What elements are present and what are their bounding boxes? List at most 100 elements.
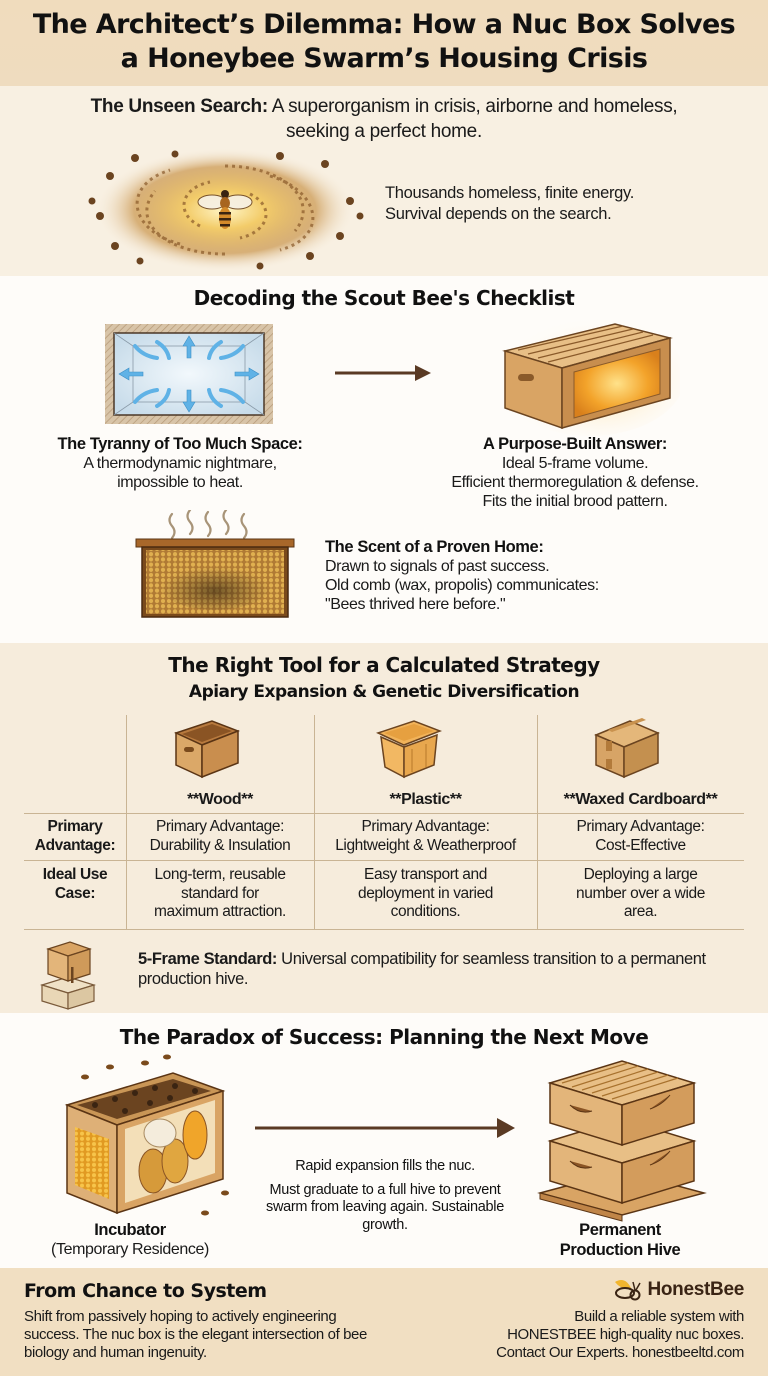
column-header-wood: **Wood** bbox=[187, 791, 253, 808]
column-header-waxed-cardboard: **Waxed Cardboard** bbox=[563, 791, 718, 808]
heat-loss-box-icon bbox=[105, 324, 273, 424]
honestbee-logo-icon bbox=[615, 1280, 642, 1301]
caption-line: Ideal 5-frame volume. bbox=[501, 455, 649, 472]
wood-box-icon bbox=[174, 720, 240, 779]
page-title: The Architect’s Dilemma: How a Nuc Box S… bbox=[0, 8, 768, 76]
caption-title: Permanent bbox=[579, 1221, 661, 1239]
old-comb-frame-icon bbox=[135, 510, 295, 618]
stacked-hive-icon bbox=[39, 941, 97, 1010]
table-divider bbox=[24, 929, 744, 930]
table-divider bbox=[24, 860, 744, 861]
summary-line: Thousands homeless, finite energy. bbox=[385, 184, 635, 202]
section-title: The Paradox of Success: Planning the Nex… bbox=[119, 1025, 649, 1049]
cell-line: number over a wide bbox=[576, 884, 705, 902]
page-title-line-1: The Architect’s Dilemma: How a Nuc Box S… bbox=[32, 9, 736, 40]
unseen-search-text: A superorganism in crisis, airborne and … bbox=[267, 96, 678, 142]
table-cell: Primary Advantage: Lightweight & Weather… bbox=[314, 818, 537, 855]
cell-line: conditions. bbox=[390, 903, 461, 920]
table-divider bbox=[314, 715, 315, 929]
strategy-section: The Right Tool for a Calculated Strategy… bbox=[0, 643, 768, 1013]
table-divider bbox=[24, 813, 744, 814]
page-title-line-2: a Honeybee Swarm’s Housing Crisis bbox=[120, 43, 648, 74]
scent-caption: The Scent of a Proven Home: Drawn to sig… bbox=[325, 537, 655, 614]
row-header-line: Case: bbox=[54, 884, 96, 902]
caption-line: A thermodynamic nightmare, bbox=[83, 455, 277, 472]
row-header-primary-advantage: Primary Advantage: bbox=[24, 818, 126, 855]
frame-standard-note: 5-Frame Standard: Universal compatibilit… bbox=[138, 949, 738, 989]
crowded-nuc-box-icon bbox=[64, 1054, 229, 1216]
table-divider bbox=[537, 715, 538, 929]
section-subtitle: Apiary Expansion & Genetic Diversificati… bbox=[188, 682, 580, 702]
footer-cta: Build a reliable system with HONESTBEE h… bbox=[384, 1308, 744, 1362]
section-title: Decoding the Scout Bee's Checklist bbox=[193, 286, 575, 310]
cell-line: deployment in varied bbox=[357, 884, 494, 902]
frame-standard-label: 5-Frame Standard: bbox=[138, 950, 277, 968]
row-header-line: Primary bbox=[47, 818, 103, 835]
table-cell: Deploying a large number over a wide are… bbox=[537, 866, 744, 922]
cell-line: maximum attraction. bbox=[154, 903, 286, 920]
footer-title: From Chance to System bbox=[24, 1280, 267, 1302]
explanation-line: Rapid expansion fills the nuc. bbox=[295, 1158, 475, 1174]
caption-line: Efficient thermoregulation & defense. bbox=[451, 474, 699, 491]
production-hive-icon bbox=[537, 1060, 707, 1222]
frame-standard-text: Universal compatibility for seamless tra… bbox=[138, 950, 706, 988]
cell-line: standard for bbox=[181, 884, 259, 902]
table-cell: Long-term, reusable standard for maximum… bbox=[126, 866, 314, 922]
column-header-plastic: **Plastic** bbox=[389, 791, 462, 808]
caption-line: "Bees thrived here before." bbox=[325, 596, 506, 613]
caption-line: Drawn to signals of past success. bbox=[325, 558, 550, 575]
cell-line: Primary Advantage: bbox=[155, 818, 285, 835]
plastic-box-icon bbox=[376, 720, 442, 779]
cta-line: Build a reliable system with bbox=[574, 1308, 744, 1325]
unseen-search-label: The Unseen Search: bbox=[90, 96, 269, 117]
caption-title: Incubator bbox=[94, 1221, 166, 1239]
bee-swarm-icon bbox=[88, 148, 364, 272]
table-divider bbox=[126, 715, 127, 929]
incubator-caption: Incubator (Temporary Residence) bbox=[30, 1220, 230, 1259]
explanation-line: Must graduate to a full hive to prevent … bbox=[266, 1181, 504, 1233]
purpose-built-caption: A Purpose-Built Answer: Ideal 5-frame vo… bbox=[420, 434, 730, 511]
cell-line: Long-term, reusable bbox=[154, 866, 286, 883]
cta-line: HONESTBEE high-quality nuc boxes. bbox=[507, 1326, 744, 1343]
scout-checklist-section: Decoding the Scout Bee's Checklist bbox=[0, 276, 768, 643]
summary-line: Survival depends on the search. bbox=[385, 205, 612, 223]
brand-name: HonestBee bbox=[647, 1279, 744, 1300]
page-footer: From Chance to System Shift from passive… bbox=[0, 1268, 768, 1376]
row-header-line: Advantage: bbox=[34, 836, 116, 854]
caption-title: The Tyranny of Too Much Space: bbox=[57, 435, 303, 453]
caption-line: (Temporary Residence) bbox=[51, 1241, 209, 1258]
cell-line: area. bbox=[623, 903, 658, 920]
cell-line: Primary Advantage: bbox=[361, 818, 490, 835]
cell-line: Lightweight & Weatherproof bbox=[335, 836, 516, 854]
table-cell: Primary Advantage: Cost-Effective bbox=[537, 818, 744, 855]
transition-explanation: Rapid expansion fills the nuc. Must grad… bbox=[250, 1158, 520, 1234]
brand-logo[interactable]: HonestBee bbox=[613, 1274, 744, 1306]
table-cell: Easy transport and deployment in varied … bbox=[314, 866, 537, 922]
cell-line: Easy transport and bbox=[364, 866, 487, 883]
caption-line: impossible to heat. bbox=[117, 474, 243, 491]
paradox-section: The Paradox of Success: Planning the Nex… bbox=[0, 1013, 768, 1268]
unseen-search-summary: Thousands homeless, finite energy. Survi… bbox=[385, 183, 705, 225]
section-title: The Right Tool for a Calculated Strategy bbox=[168, 653, 600, 677]
comparison-table: **Wood** **Plastic** **Waxed Cardboard**… bbox=[24, 715, 744, 930]
footer-body: Shift from passively hoping to actively … bbox=[24, 1308, 367, 1361]
caption-line: Old comb (wax, propolis) communicates: bbox=[325, 577, 599, 594]
row-header-line: Ideal Use bbox=[42, 866, 108, 883]
caption-title: The Scent of a Proven Home: bbox=[325, 538, 544, 556]
caption-line: Fits the initial brood pattern. bbox=[482, 493, 668, 510]
cell-line: Durability & Insulation bbox=[149, 836, 291, 854]
unseen-search-section: The Unseen Search: A superorganism in cr… bbox=[0, 86, 768, 276]
arrow-right-icon bbox=[255, 1118, 515, 1138]
cell-line: Cost-Effective bbox=[595, 836, 686, 854]
page-header: The Architect’s Dilemma: How a Nuc Box S… bbox=[0, 0, 768, 86]
caption-title: A Purpose-Built Answer: bbox=[483, 435, 667, 453]
production-hive-caption: Permanent Production Hive bbox=[520, 1220, 720, 1260]
caption-title: Production Hive bbox=[559, 1241, 681, 1259]
too-much-space-caption: The Tyranny of Too Much Space: A thermod… bbox=[30, 434, 330, 492]
cardboard-box-icon bbox=[594, 718, 660, 779]
cell-line: Deploying a large bbox=[583, 866, 698, 883]
unseen-search-lead: The Unseen Search: A superorganism in cr… bbox=[60, 94, 708, 144]
table-cell: Primary Advantage: Durability & Insulati… bbox=[126, 818, 314, 855]
contact-link[interactable]: Contact Our Experts. honestbeeltd.com bbox=[496, 1344, 744, 1361]
glowing-nuc-box-icon bbox=[495, 316, 680, 436]
